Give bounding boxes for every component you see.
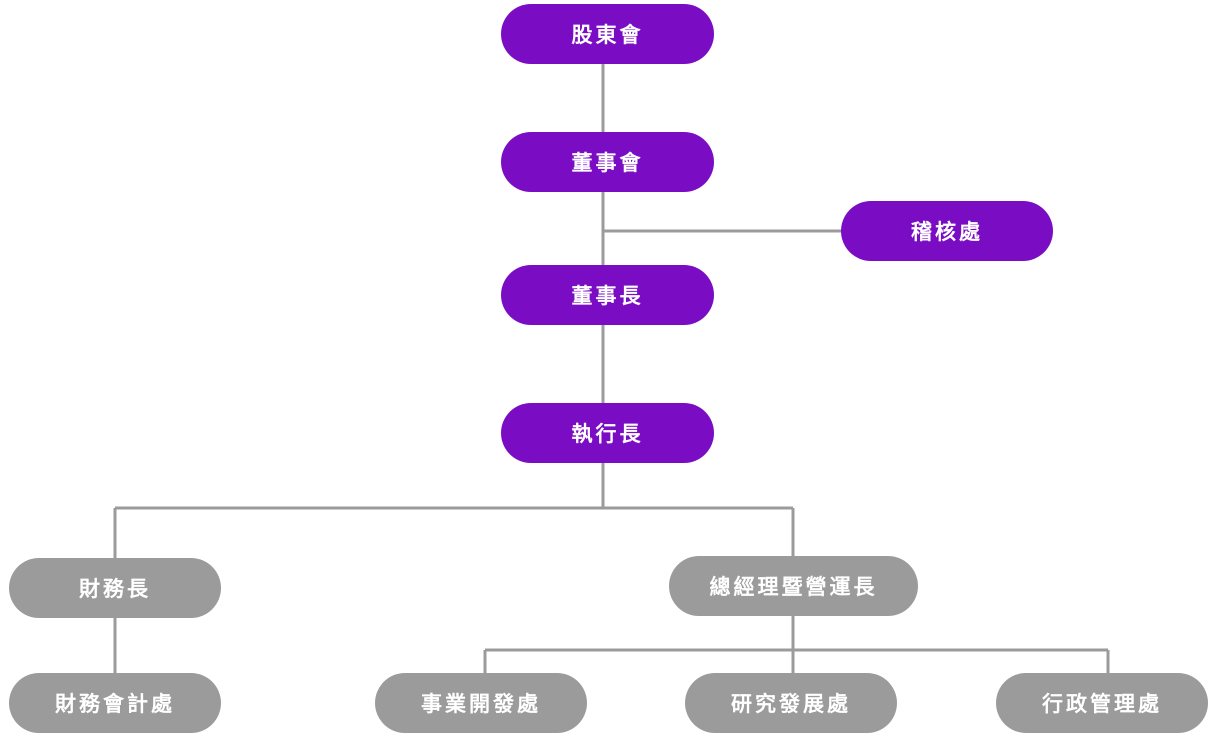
business-dev-label: 事業開發處	[421, 692, 541, 716]
ceo-label: 執行長	[571, 422, 644, 446]
shareholders-node[interactable]: 股東會	[501, 4, 714, 64]
audit-node[interactable]: 稽核處	[841, 201, 1053, 261]
cfo-label: 財務長	[79, 577, 151, 601]
shareholders-label: 股東會	[571, 23, 644, 47]
coo-node[interactable]: 總經理暨營運長	[669, 556, 918, 616]
rnd-node[interactable]: 研究發展處	[685, 673, 897, 733]
admin-node[interactable]: 行政管理處	[996, 673, 1208, 733]
chairman-node[interactable]: 董事長	[501, 265, 714, 325]
coo-label: 總經理暨營運長	[709, 575, 878, 599]
business-dev-node[interactable]: 事業開發處	[375, 673, 587, 733]
accounting-label: 財務會計處	[55, 692, 175, 716]
rnd-label: 研究發展處	[731, 692, 851, 716]
board-node[interactable]: 董事會	[501, 132, 714, 192]
ceo-node[interactable]: 執行長	[501, 403, 714, 463]
chairman-label: 董事長	[571, 284, 644, 308]
admin-label: 行政管理處	[1042, 692, 1162, 716]
board-label: 董事會	[571, 151, 644, 175]
cfo-node[interactable]: 財務長	[9, 558, 221, 618]
accounting-node[interactable]: 財務會計處	[9, 673, 221, 733]
audit-label: 稽核處	[911, 220, 983, 244]
